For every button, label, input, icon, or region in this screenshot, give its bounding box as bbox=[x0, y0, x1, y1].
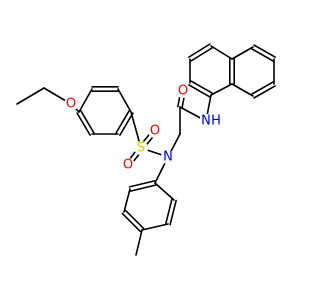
bond-n8b-n1 bbox=[210, 83, 233, 96]
atom-n-sulfonamide-label: N bbox=[163, 150, 173, 165]
bond-n7-n8-2 bbox=[251, 48, 274, 62]
atom-label-layer: O N H O S O O N bbox=[64, 84, 222, 173]
atom-o-ether-label: O bbox=[66, 97, 76, 112]
bond-t5-t6-2 bbox=[165, 198, 173, 225]
bond-t3-t4-2 bbox=[124, 209, 145, 230]
bond-me1-ch2 bbox=[16, 87, 45, 105]
bond-a5-a6-2 bbox=[76, 112, 91, 136]
atom-o-ether: O bbox=[64, 97, 78, 112]
atom-n-amide: N H bbox=[200, 114, 222, 129]
bond-n1-n2-2 bbox=[188, 84, 211, 98]
atom-s-label: S bbox=[137, 141, 145, 156]
bond-a2-a3 bbox=[117, 88, 132, 113]
bond-a3-a4-1 bbox=[115, 110, 130, 134]
bond-t1-t2-1 bbox=[128, 180, 156, 188]
bond-n8-n8a bbox=[231, 46, 254, 60]
atom-n-amide-label: N bbox=[201, 114, 211, 129]
bond-a3-a4-2 bbox=[119, 112, 134, 136]
molecule-structure: O N H O S O O N bbox=[16, 43, 276, 256]
bond-n5-n6-2 bbox=[251, 81, 274, 95]
atom-o-amide-label: O bbox=[178, 84, 188, 99]
bond-t4-tm bbox=[135, 229, 143, 256]
atom-o-sulfonyl-1-label: O bbox=[150, 124, 160, 139]
bond-n3-n4-2 bbox=[188, 43, 211, 58]
bond-t6-t1 bbox=[154, 182, 175, 201]
atom-n-amide-hydrogen: H bbox=[211, 114, 221, 129]
atom-n-sulfonamide: N bbox=[161, 150, 175, 165]
bond-n7-n8-1 bbox=[253, 44, 276, 58]
atom-s: S bbox=[134, 141, 148, 156]
bond-a6-a1 bbox=[78, 88, 93, 113]
bond-n8b-n5 bbox=[231, 83, 254, 97]
atom-o-sulfonyl-1: O bbox=[148, 124, 162, 139]
bond-t3-t4-1 bbox=[121, 212, 142, 233]
bond-n1-n2-1 bbox=[190, 80, 213, 94]
bond-n5-n6-1 bbox=[253, 85, 276, 99]
atom-o-amide: O bbox=[176, 84, 190, 99]
bond-t2-t3 bbox=[123, 188, 131, 213]
atom-o-sulfonyl-2: O bbox=[121, 158, 135, 173]
bond-n4-n8a bbox=[210, 45, 233, 60]
bond-t5-t6-1 bbox=[169, 199, 177, 226]
bond-a5-a6-1 bbox=[80, 110, 95, 134]
bond-t4-t5 bbox=[141, 223, 169, 231]
bond-n3-n4-1 bbox=[190, 47, 213, 62]
atom-o-sulfonyl-2-label: O bbox=[123, 158, 133, 173]
bond-t1-t2-2 bbox=[129, 184, 157, 192]
